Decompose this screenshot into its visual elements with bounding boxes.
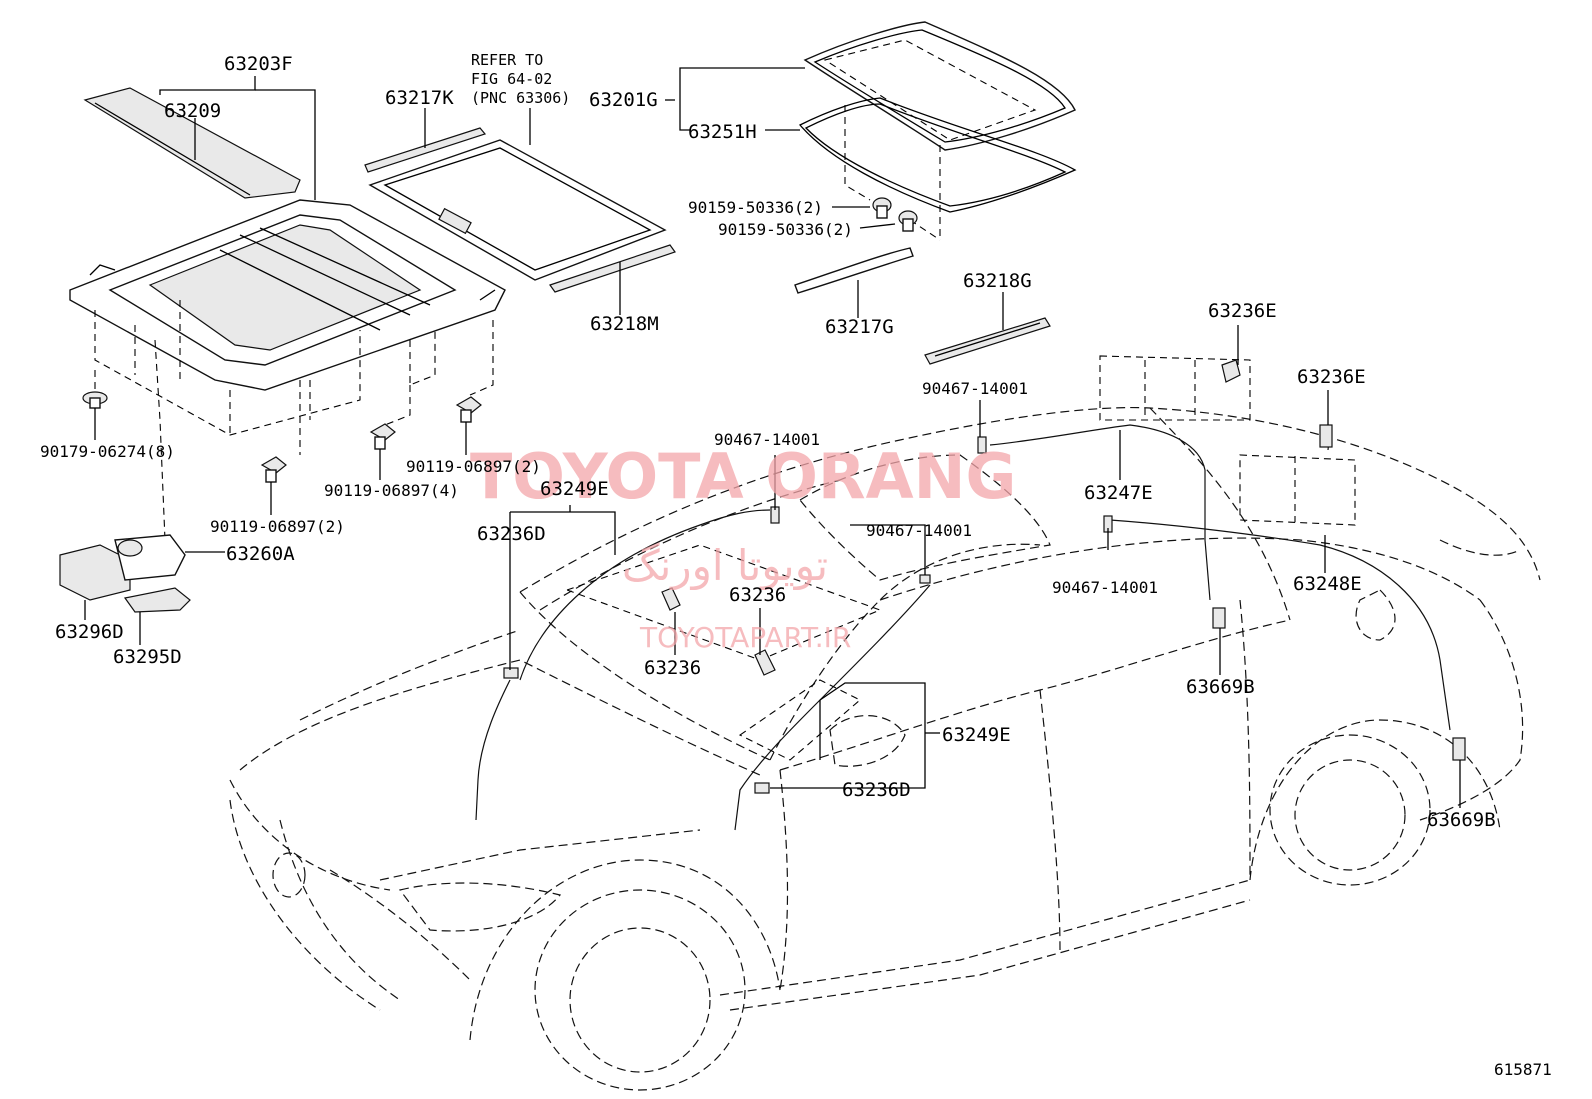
watermark-site: TOYOTAPART.IR — [639, 621, 851, 654]
label-refer-line1: REFER TO — [471, 51, 543, 69]
label-bolt-left: 90119-06897(2) — [210, 517, 345, 536]
label-clamp-b: 90467-14001 — [866, 521, 972, 540]
fasteners — [82, 391, 482, 483]
label-63248E: 63248E — [1293, 573, 1362, 595]
car-body-outline — [229, 407, 1541, 1091]
label-63217K: 63217K — [385, 87, 454, 109]
watermark-persian: تویوتا اورنگ — [622, 541, 828, 590]
glass-dashed-guides — [844, 105, 941, 241]
label-clamp-c: 90467-14001 — [922, 379, 1028, 398]
label-refer-line3: (PNC 63306) — [471, 89, 570, 107]
label-63296D: 63296D — [55, 621, 124, 643]
label-refer-line2: FIG 64-02 — [471, 70, 552, 88]
weatherstrip-63218M — [549, 244, 676, 293]
label-63236-a: 63236 — [729, 584, 786, 606]
housing-fastener-leaders — [94, 300, 494, 541]
label-63218M: 63218M — [590, 313, 659, 335]
label-63236D-bottom: 63236D — [842, 779, 911, 801]
label-63669B-a: 63669B — [1186, 676, 1255, 698]
label-63249E-top: 63249E — [540, 478, 609, 500]
grommet-63236-b-icon — [754, 649, 776, 676]
label-bolt-mid: 90119-06897(4) — [324, 481, 459, 500]
bolt-mid-icon — [369, 423, 396, 450]
label-clamp-d: 90467-14001 — [1052, 578, 1158, 597]
label-screw-b: 90159-50336(2) — [718, 220, 853, 239]
label-63236-b: 63236 — [644, 657, 701, 679]
label-63249E-bottom: 63249E — [942, 724, 1011, 746]
label-screw-a: 90159-50336(2) — [688, 198, 823, 217]
bolt-left-icon — [260, 456, 287, 483]
sunshade-panel — [368, 139, 667, 281]
weatherstrip-63218G — [924, 317, 1051, 365]
glass-seal — [798, 97, 1077, 213]
label-bolt-right: 90119-06897(2) — [406, 457, 541, 476]
label-63203F: 63203F — [224, 53, 293, 75]
glass-bolts — [872, 197, 918, 232]
valve-63669B-a-icon — [1212, 607, 1226, 629]
watermark: TOYOTA ORANG تویوتا اورنگ TOYOTAPART.IR — [470, 440, 1016, 654]
label-63218G: 63218G — [963, 270, 1032, 292]
label-63236E-a: 63236E — [1208, 300, 1277, 322]
clamp-b-icon — [919, 574, 931, 584]
roof-sunroof-opening — [799, 454, 1051, 581]
label-63669B-b: 63669B — [1427, 809, 1496, 831]
label-63236E-b: 63236E — [1297, 366, 1366, 388]
sunroof-motor-group — [59, 534, 191, 613]
grommet-63236E-b-icon — [1319, 424, 1333, 448]
sunroof-housing-frame — [69, 199, 506, 391]
grommet-63236D-a-icon — [503, 667, 519, 679]
label-clip-90179: 90179-06274(8) — [40, 442, 175, 461]
weatherstrip-63217K — [364, 127, 487, 173]
label-63217G: 63217G — [825, 316, 894, 338]
part-labels: 63203F 63209 63217K REFER TO FIG 64-02 (… — [40, 51, 1552, 1079]
label-63201G: 63201G — [589, 89, 658, 111]
watermark-brand: TOYOTA ORANG — [470, 440, 1016, 513]
label-63251H: 63251H — [688, 121, 757, 143]
label-diagram-id: 615871 — [1494, 1060, 1552, 1079]
glass-bolt-b-icon — [898, 210, 918, 232]
label-63209: 63209 — [164, 100, 221, 122]
grommet-63236E-a-icon — [1221, 359, 1241, 383]
grommets — [503, 359, 1466, 794]
label-63295D: 63295D — [113, 646, 182, 668]
weatherstrip-63217G — [794, 247, 914, 294]
leader-lines — [84, 67, 1461, 808]
bolt-right-icon — [455, 396, 482, 423]
label-63236D-top: 63236D — [477, 523, 546, 545]
grommet-63236D-b-icon — [754, 782, 770, 794]
roof-reference-boxes — [565, 355, 1356, 761]
grommet-63236-a-icon — [661, 587, 681, 611]
sunroof-glass — [803, 21, 1076, 151]
label-clamp-a: 90467-14001 — [714, 430, 820, 449]
drain-tube-bar — [83, 87, 301, 199]
clamp-c-icon — [977, 436, 987, 454]
label-63260A: 63260A — [226, 543, 295, 565]
valve-63669B-b-icon — [1452, 737, 1466, 761]
clip-90179-icon — [82, 391, 108, 409]
glass-bolt-a-icon — [872, 197, 892, 219]
label-63247E: 63247E — [1084, 482, 1153, 504]
